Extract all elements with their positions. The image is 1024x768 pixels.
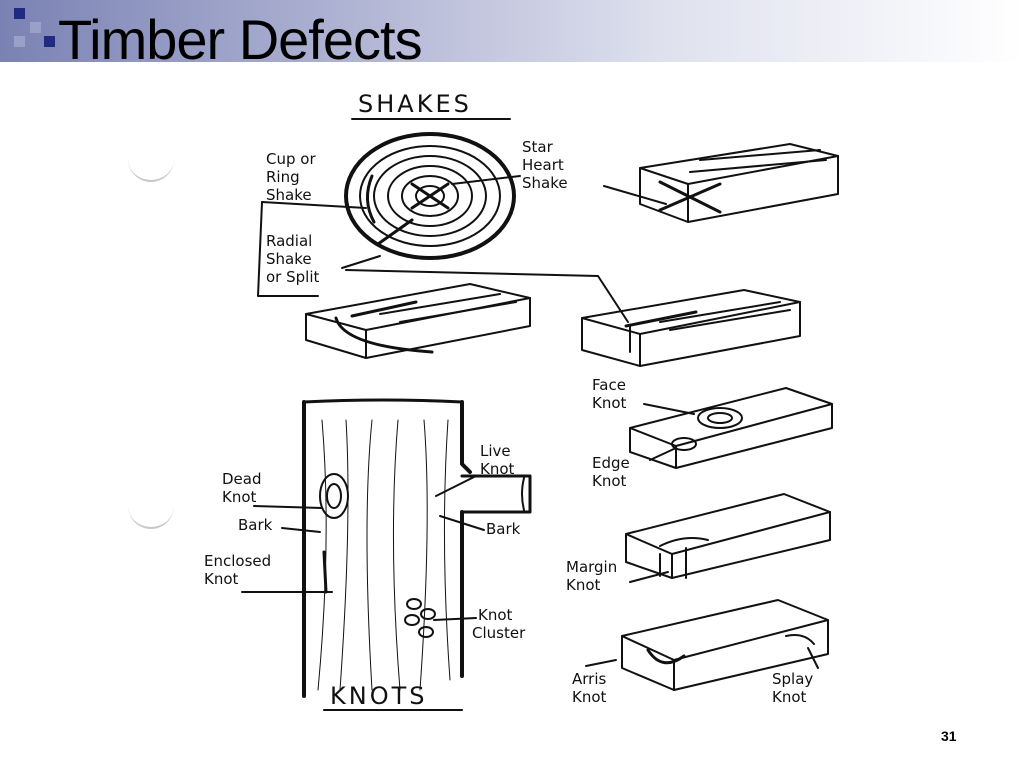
- arris-splay-knot-board: [621, 599, 829, 691]
- label-radial: Radial: [266, 232, 312, 250]
- star-shake-board-leader: [603, 185, 667, 205]
- label-cup-shake: Shake: [266, 186, 312, 204]
- knot-cluster-leader: [433, 617, 477, 621]
- label-arris-knot: Knot: [572, 688, 607, 706]
- label-splay: Splay: [772, 670, 813, 688]
- page-number: 31: [941, 728, 957, 744]
- label-heart: Heart: [522, 156, 564, 174]
- face-knot-leader: [643, 403, 695, 415]
- label-enclosed: Enclosed: [204, 552, 271, 570]
- cup-shake-bracket: [257, 201, 319, 297]
- cup-shake-board: [305, 283, 531, 359]
- edge-knot-leader: [649, 447, 677, 461]
- radial-split-board: [581, 289, 801, 367]
- shakes-heading: SHAKES: [358, 90, 472, 118]
- decor-square-1: [14, 8, 25, 19]
- arris-knot-leader: [585, 659, 617, 667]
- face-edge-knot-board: [629, 387, 833, 469]
- label-splay-knot: Knot: [772, 688, 807, 706]
- label-live-knot: Knot: [480, 460, 515, 478]
- live-knot-leader: [435, 475, 477, 497]
- decor-square-4: [44, 36, 55, 47]
- label-margin: Margin: [566, 558, 617, 576]
- trunk-section: [302, 398, 532, 698]
- margin-knot-leader: [629, 571, 669, 583]
- label-star: Star: [522, 138, 554, 156]
- dead-knot-leader: [253, 505, 323, 509]
- label-knot: Knot: [478, 606, 513, 624]
- decor-square-2: [30, 22, 41, 33]
- label-face: Face: [592, 376, 626, 394]
- bark-leader-right: [439, 515, 485, 531]
- label-bark-left: Bark: [238, 516, 273, 534]
- label-radial-shake: Shake: [266, 250, 312, 268]
- label-margin-knot: Knot: [566, 576, 601, 594]
- star-shake-leader: [451, 175, 521, 185]
- label-face-knot: Knot: [592, 394, 627, 412]
- bullet-arc-2: [128, 505, 174, 529]
- label-knot-cluster: Cluster: [472, 624, 526, 642]
- log-cross-section: [344, 132, 516, 260]
- label-dead-knot: Knot: [222, 488, 257, 506]
- margin-knot-board: [625, 493, 831, 579]
- label-dead: Dead: [222, 470, 262, 488]
- cup-shake-leader: [261, 201, 367, 209]
- label-bark-right: Bark: [486, 520, 521, 538]
- bark-leader-left: [281, 527, 321, 533]
- label-arris: Arris: [572, 670, 606, 688]
- decor-square-3: [14, 36, 25, 47]
- label-cup-or: Cup or: [266, 150, 316, 168]
- splay-knot-leader: [807, 647, 819, 669]
- label-edge-knot: Knot: [592, 472, 627, 490]
- star-shake-board: [639, 143, 839, 223]
- label-edge: Edge: [592, 454, 630, 472]
- radial-shake-leader: [341, 255, 381, 269]
- label-ring: Ring: [266, 168, 300, 186]
- knots-heading: KNOTS: [330, 682, 427, 710]
- label-live: Live: [480, 442, 511, 460]
- slide-title: Timber Defects: [58, 8, 423, 71]
- radial-split-leader: [345, 269, 629, 323]
- title-bar-gradient: [0, 0, 1024, 62]
- bullet-arc-1: [128, 158, 174, 182]
- label-or-split: or Split: [266, 268, 319, 286]
- label-star-shake: Shake: [522, 174, 568, 192]
- label-enclosed-knot: Knot: [204, 570, 239, 588]
